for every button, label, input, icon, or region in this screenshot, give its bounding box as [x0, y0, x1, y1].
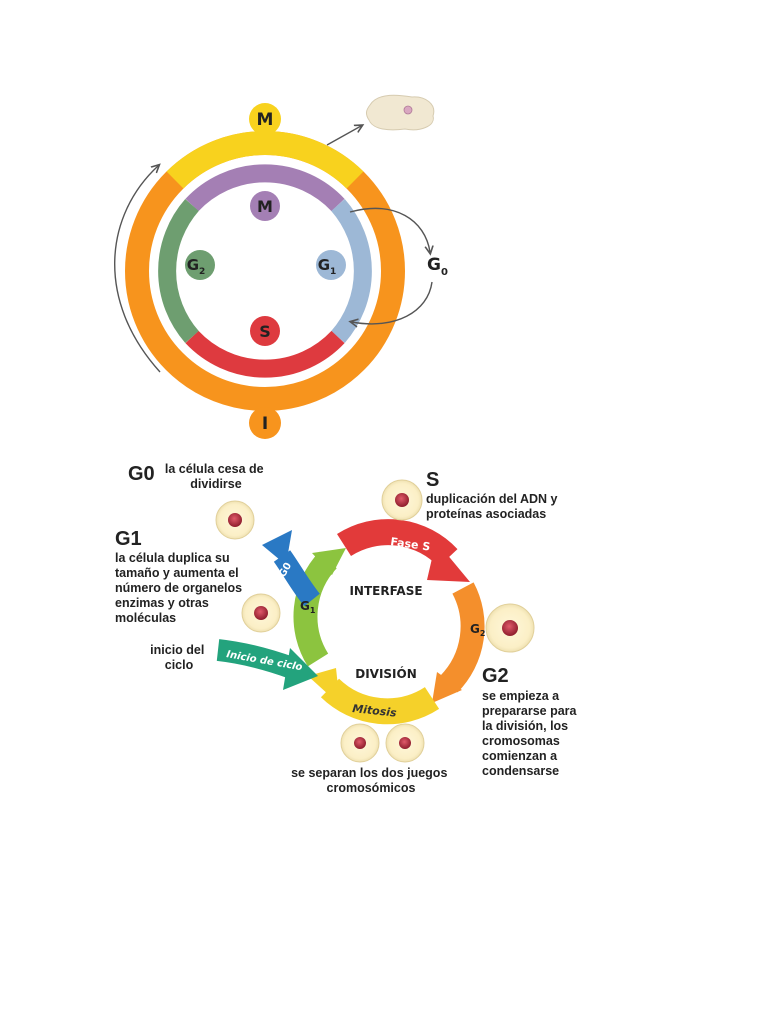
g1-desc-line-2: tamaño y aumenta el — [115, 566, 239, 580]
cell-mitosis-left — [340, 723, 380, 763]
g1-desc-line-5: moléculas — [115, 611, 176, 625]
interfase-label: INTERFASE — [349, 584, 422, 598]
g0-exit-arrow — [349, 207, 430, 252]
inner-m-label: M — [257, 197, 273, 216]
inner-ring-g2-arc — [158, 199, 199, 343]
mitosis-description: se separan los dos juegos cromosómicos — [291, 766, 451, 795]
cell-g1 — [241, 593, 281, 633]
cycle-direction-arrow — [114, 166, 160, 373]
cell-g0 — [215, 500, 255, 540]
top-cycle-diagram: M I M G2 G1 S G0 — [114, 94, 448, 439]
outer-ring-mitosis-arc — [166, 131, 364, 189]
s-desc-line-1: duplicación del ADN y — [426, 492, 558, 506]
g0-label: G0 — [427, 255, 448, 278]
g1-desc-line-1: la célula duplica su — [115, 551, 230, 565]
ring-mitosis-arrow-body — [320, 678, 440, 725]
ring-g2-label: G2 — [470, 622, 485, 638]
ring-g2-arrow-head — [432, 672, 462, 703]
g0-description: la célula cesa de dividirse — [165, 462, 267, 491]
g2-desc-line-4: cromosomas — [482, 734, 560, 748]
cell-s — [381, 479, 423, 521]
inicio-desc-line-2: ciclo — [165, 658, 194, 672]
inner-ring-s-arc — [185, 330, 345, 378]
g1-desc-line-3: número de organelos — [115, 581, 242, 595]
ring-g1-arrow-body — [293, 551, 337, 667]
bottom-cycle-diagram: Fase S G2 G1 G0 Mitosis Inicio de ciclo … — [115, 462, 580, 795]
g0-exit-blue-arrow-head — [262, 530, 292, 565]
s-description: duplicación del ADN y proteínas asociada… — [426, 492, 561, 521]
inicio-description: inicio del ciclo — [150, 643, 208, 672]
ring-g1-label: G1 — [300, 599, 316, 615]
g2-desc-line-3: la división, los — [482, 719, 568, 733]
g0-return-arrow — [352, 281, 433, 324]
inicio-ciclo-arrow-body — [216, 639, 296, 679]
s-title: S — [426, 469, 439, 491]
g2-title: G2 — [482, 665, 509, 687]
g1-title: G1 — [115, 528, 142, 550]
g0-desc-line-2: dividirse — [190, 477, 241, 491]
g2-desc-line-5: comienzan a — [482, 749, 558, 763]
mitosis-desc-line-2: cromosómicos — [327, 781, 416, 795]
s-desc-line-2: proteínas asociadas — [426, 507, 546, 521]
inner-m-badge — [250, 191, 280, 221]
ring-fase-s-label: Fase S — [390, 535, 432, 553]
inner-g1-label: G1 — [318, 256, 337, 277]
daughter-cell-image — [366, 94, 435, 131]
ring-s-arrow-head — [427, 541, 470, 582]
g2-desc-line-1: se empieza a — [482, 689, 560, 703]
g1-description: la célula duplica su tamaño y aumenta el… — [115, 551, 246, 625]
inner-s-badge — [250, 316, 280, 346]
outer-m-badge — [249, 103, 281, 135]
g2-desc-line-6: condensarse — [482, 764, 559, 778]
ring-g1-arrow-head — [312, 548, 346, 575]
outer-m-label: M — [257, 110, 274, 130]
g1-desc-line-4: enzimas y otras — [115, 596, 209, 610]
inner-s-label: S — [259, 322, 271, 341]
cell-mitosis-right — [385, 723, 425, 763]
daughter-cell-nucleus — [403, 105, 413, 115]
ring-g2-arrow-body — [440, 582, 485, 693]
inner-g1-badge — [316, 250, 346, 280]
inicio-ciclo-arrow-head — [283, 648, 318, 690]
daughter-cell-arrow — [326, 126, 361, 146]
g2-description: se empieza a prepararse para la división… — [482, 689, 580, 778]
outer-i-badge — [249, 407, 281, 439]
division-label: DIVISIÓN — [355, 666, 417, 681]
inner-ring-m-arc — [185, 164, 345, 212]
g0-title: G0 — [128, 463, 155, 485]
ring-mitosis-arrow-head — [308, 668, 340, 705]
ring-mitosis-label: Mitosis — [352, 702, 398, 720]
outer-i-label: I — [262, 414, 268, 434]
inicio-desc-line-1: inicio del — [150, 643, 204, 657]
mitosis-desc-line-1: se separan los dos juegos — [291, 766, 447, 780]
g0-desc-line-1: la célula cesa de — [165, 462, 264, 476]
cell-g2 — [485, 603, 535, 653]
inner-g2-label: G2 — [187, 256, 206, 277]
g2-desc-line-2: prepararse para — [482, 704, 578, 718]
inner-g2-badge — [185, 250, 215, 280]
